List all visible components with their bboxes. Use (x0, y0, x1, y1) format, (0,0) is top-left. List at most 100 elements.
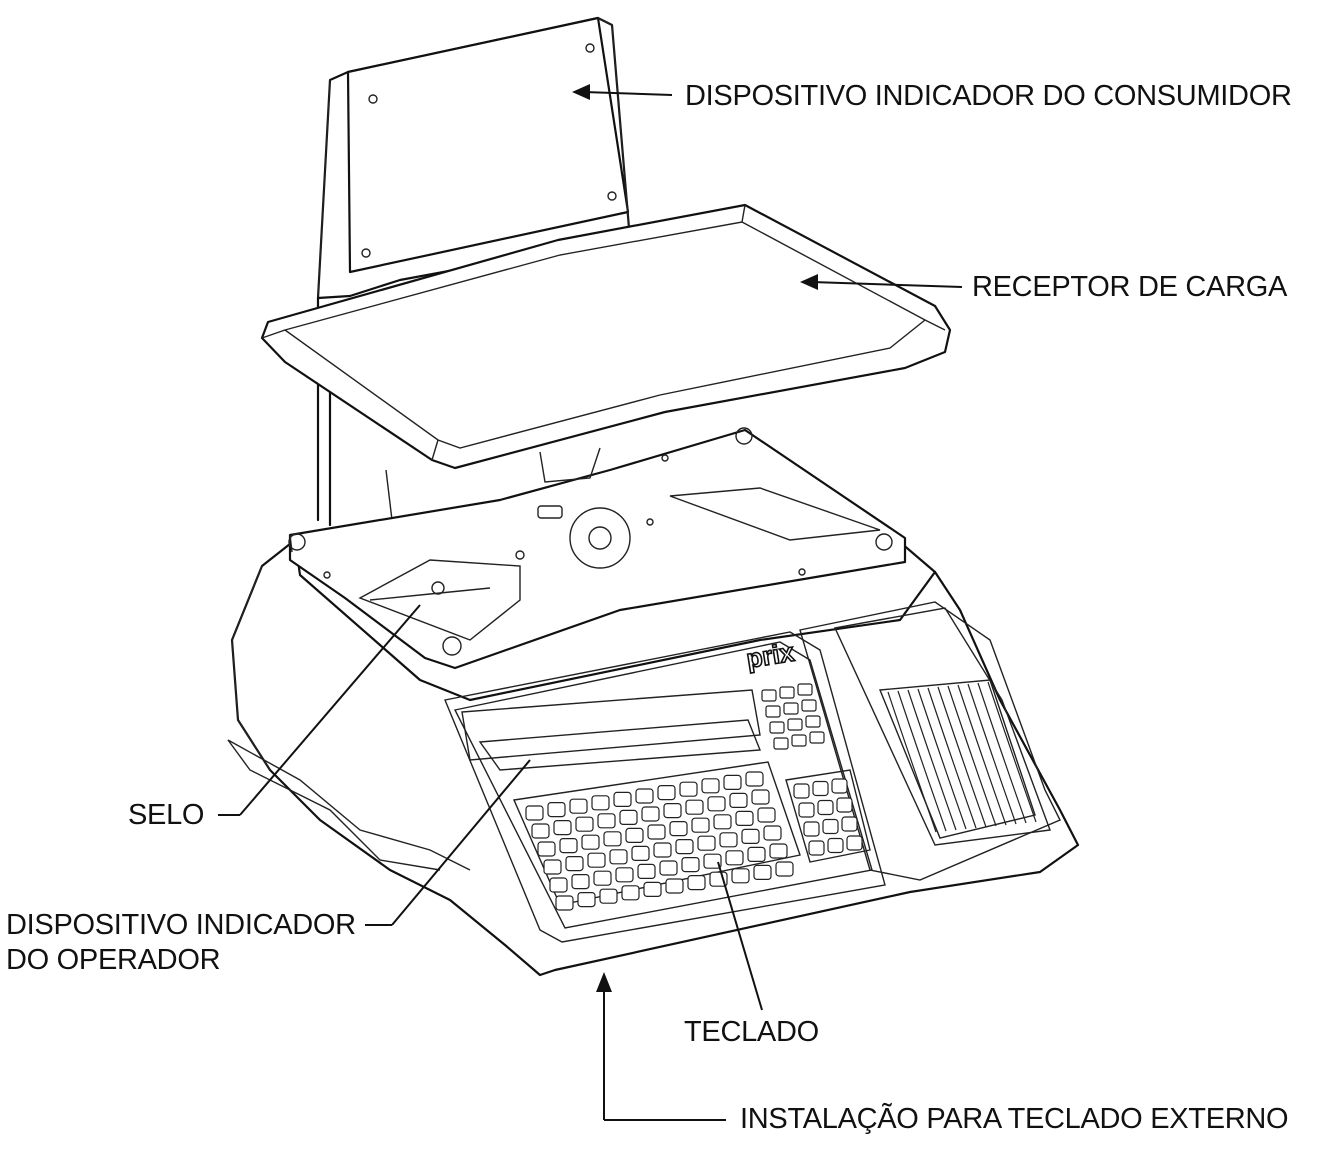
key (687, 874, 706, 891)
key (619, 809, 638, 826)
key (703, 853, 722, 869)
brand-logo: prix (744, 637, 796, 674)
seal-label: SELO (128, 799, 205, 831)
load-receiver-tray (260, 203, 952, 483)
key (593, 870, 612, 886)
key (609, 849, 628, 865)
printer-slot-lines (887, 681, 1037, 833)
key (597, 813, 616, 829)
numeric-key (803, 821, 820, 837)
printer-slot-line (937, 686, 987, 828)
load-receiver-label: RECEPTOR DE CARGA (972, 271, 1288, 303)
key (549, 877, 568, 893)
key (531, 823, 550, 839)
printer-slot-line (907, 689, 957, 831)
key (555, 895, 574, 911)
consumer-display-label: DISPOSITIVO INDICADOR DO CONSUMIDOR (685, 80, 1292, 112)
scale-base (227, 427, 1080, 977)
key (565, 855, 584, 872)
key (553, 819, 572, 836)
key (775, 861, 794, 877)
numeric-key (817, 799, 834, 816)
front-panel (444, 601, 1061, 943)
printer-slot-line (957, 684, 1007, 826)
numeric-key (793, 783, 810, 799)
key (569, 798, 588, 814)
function-key (779, 686, 795, 699)
key (537, 841, 556, 857)
key (701, 778, 720, 794)
key (751, 789, 770, 805)
function-key (797, 683, 813, 696)
printer-slot-line (887, 691, 937, 833)
key (731, 868, 750, 884)
key (657, 784, 676, 801)
key (643, 881, 662, 898)
key (559, 837, 578, 854)
key (719, 832, 738, 848)
printer-slot-line (927, 687, 977, 829)
numeric-key (846, 835, 863, 851)
printer-slot-line (987, 681, 1037, 823)
key (753, 864, 772, 881)
key (615, 867, 634, 883)
key (653, 842, 672, 858)
numeric-key (798, 802, 815, 818)
key (757, 807, 776, 823)
key (763, 825, 782, 841)
key (591, 795, 610, 811)
key (697, 835, 716, 851)
printer-slot-line (977, 682, 1027, 824)
key (723, 774, 742, 791)
function-key (769, 721, 785, 734)
key (625, 827, 644, 844)
key (577, 891, 596, 908)
function-key (805, 715, 821, 728)
printer-slot-line (917, 688, 967, 830)
key (735, 810, 754, 827)
function-key (809, 731, 825, 744)
key (769, 843, 788, 859)
key (631, 845, 650, 862)
key (547, 801, 566, 818)
key (745, 771, 764, 787)
function-key (761, 689, 777, 702)
key (679, 781, 698, 797)
key (741, 828, 760, 845)
function-key (783, 702, 799, 715)
key (543, 859, 562, 875)
keyboard-keys (525, 683, 863, 911)
printer-slot-line (897, 690, 947, 832)
numeric-key (841, 816, 858, 832)
function-key (791, 734, 807, 747)
function-key (765, 705, 781, 718)
key (691, 817, 710, 833)
key (713, 814, 732, 830)
key (621, 885, 640, 901)
key (525, 805, 544, 821)
external-keyboard-label: INSTALAÇÃO PARA TECLADO EXTERNO (740, 1103, 1289, 1135)
numeric-key (822, 818, 839, 835)
consumer-display-tower (316, 16, 632, 527)
numeric-key (808, 840, 825, 856)
key (613, 791, 632, 808)
function-key (773, 737, 789, 750)
key (587, 852, 606, 868)
key (675, 838, 694, 855)
key (663, 802, 682, 819)
key (669, 820, 688, 837)
keyboard-label: TECLADO (684, 1016, 819, 1048)
key (647, 824, 666, 840)
key (729, 792, 748, 809)
numeric-key (827, 837, 844, 854)
key (641, 806, 660, 822)
function-key (787, 718, 803, 731)
key (599, 888, 618, 904)
key (635, 788, 654, 804)
numeric-key (836, 797, 853, 813)
key (707, 796, 726, 812)
key (581, 834, 600, 850)
callout-leaders (218, 84, 963, 1121)
key (685, 799, 704, 815)
